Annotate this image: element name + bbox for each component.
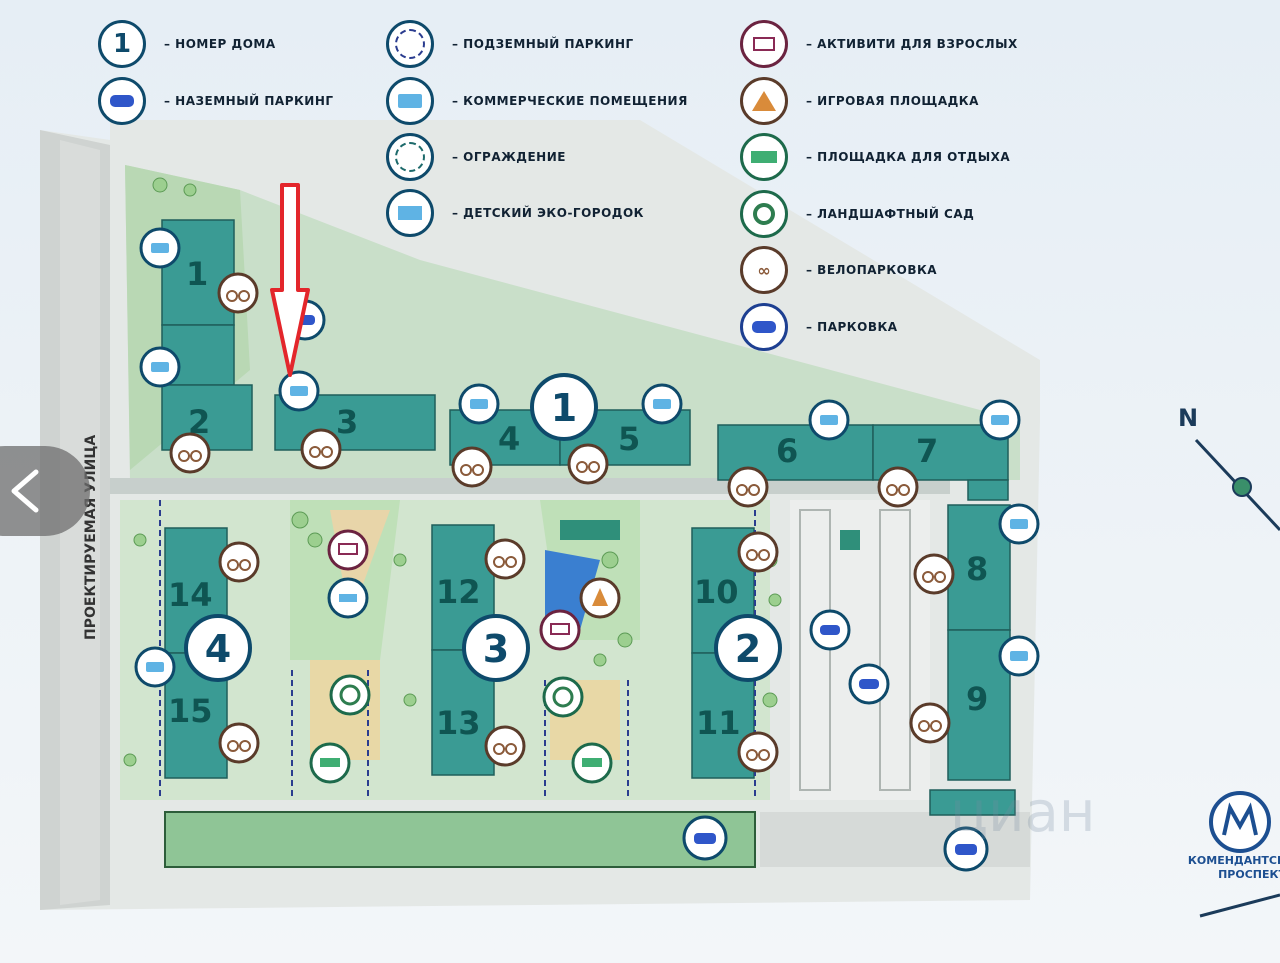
- commercial-premises-icon: [386, 77, 434, 125]
- legend-item-kids-eco-town: – ДЕТСКИЙ ЭКО-ГОРОДОК: [386, 189, 644, 237]
- legend-item-playground: – ИГРОВАЯ ПЛОЩАДКА: [740, 77, 979, 125]
- legend-label: – ВЕЛОПАРКОВКА: [806, 263, 938, 277]
- watermark: циан: [950, 780, 1096, 845]
- adult-activities-marker: [327, 529, 369, 571]
- legend-label: – ПАРКОВКА: [806, 320, 898, 334]
- building-number: 1: [186, 255, 208, 293]
- legend-label: – ПЛОЩАДКА ДЛЯ ОТДЫХА: [806, 150, 1011, 164]
- metro-marker: [1199, 791, 1280, 918]
- building-number: 2: [188, 403, 210, 441]
- house-number: 1: [551, 386, 577, 430]
- metro-label-line2: ПРОСПЕКТ: [1218, 868, 1280, 881]
- building-number: 6: [776, 432, 798, 470]
- legend-label: – ОГРАЖДЕНИЕ: [452, 150, 566, 164]
- legend-item-adult-activities: – АКТИВИТИ ДЛЯ ВЗРОСЛЫХ: [740, 20, 1018, 68]
- street-label: ПРОЕКТИРУЕМАЯ УЛИЦА: [83, 435, 99, 640]
- legend-item-landscape-garden: – ЛАНДШАФТНЫЙ САД: [740, 190, 974, 238]
- rest-area-icon: [740, 133, 788, 181]
- legend-item-house-number: 1 – НОМЕР ДОМА: [98, 20, 276, 68]
- bike-parking-markers: [169, 272, 955, 773]
- building-number: 9: [966, 680, 988, 718]
- house-number: 2: [735, 627, 761, 671]
- parking-icon: [740, 303, 788, 351]
- red-pointer-arrow: [270, 183, 310, 377]
- landscape-garden-icon: [740, 190, 788, 238]
- building-number: 5: [618, 420, 640, 458]
- legend-label: – КОММЕРЧЕСКИЕ ПОМЕЩЕНИЯ: [452, 94, 688, 108]
- metro-station-label: КОМЕНДАНТСК ПРОСПЕКТ: [1166, 854, 1280, 882]
- legend-label: – ЛАНДШАФТНЫЙ САД: [806, 207, 975, 221]
- legend-label: – АКТИВИТИ ДЛЯ ВЗРОСЛЫХ: [806, 37, 1018, 51]
- building-number: 14: [168, 576, 213, 614]
- playground-icon: [740, 77, 788, 125]
- house-number-icon: 1: [98, 20, 146, 68]
- building-number: 7: [916, 432, 938, 470]
- landscape-garden-marker: [542, 676, 584, 718]
- north-label: N: [1178, 404, 1199, 432]
- legend-item-commercial: – КОММЕРЧЕСКИЕ ПОМЕЩЕНИЯ: [386, 77, 688, 125]
- legend-item-ground-parking: – НАЗЕМНЫЙ ПАРКИНГ: [98, 77, 334, 125]
- legend-item-parking: – ПАРКОВКА: [740, 303, 898, 351]
- building-number: 13: [436, 704, 481, 742]
- house-number: 4: [205, 627, 231, 671]
- metro-label-line1: КОМЕНДАНТСК: [1187, 854, 1280, 867]
- building-number: 12: [436, 573, 481, 611]
- legend-label: – НАЗЕМНЫЙ ПАРКИНГ: [164, 94, 334, 108]
- building-number: 8: [966, 550, 988, 588]
- legend-item-bike-parking: ∞ – ВЕЛОПАРКОВКА: [740, 246, 937, 294]
- building-number: 10: [694, 573, 739, 611]
- legend-label: – ИГРОВАЯ ПЛОЩАДКА: [806, 94, 979, 108]
- building-section-7-tail: [967, 479, 1009, 501]
- legend-label: – НОМЕР ДОМА: [164, 37, 276, 51]
- legend-item-fence: – ОГРАЖДЕНИЕ: [386, 133, 566, 181]
- fence-icon: [386, 133, 434, 181]
- landscape-garden-marker: [329, 674, 371, 716]
- legend-label: – ПОДЗЕМНЫЙ ПАРКИНГ: [452, 37, 634, 51]
- house-number: 3: [483, 627, 509, 671]
- building-number: 15: [168, 692, 213, 730]
- building-section-9-tail: [929, 789, 1016, 816]
- bike-parking-icon: ∞: [740, 246, 788, 294]
- legend-label: – ДЕТСКИЙ ЭКО-ГОРОДОК: [452, 206, 644, 220]
- kids-eco-town-icon: [386, 189, 434, 237]
- south-parking-building: [164, 811, 756, 868]
- building-number: 3: [336, 403, 358, 441]
- adult-activities-marker: [539, 609, 581, 651]
- adult-activities-icon: [740, 20, 788, 68]
- legend-item-rest-area: – ПЛОЩАДКА ДЛЯ ОТДЫХА: [740, 133, 1010, 181]
- underground-parking-icon: [386, 20, 434, 68]
- previous-image-button[interactable]: [0, 446, 90, 536]
- building-number: 4: [498, 420, 520, 458]
- legend-item-underground-parking: – ПОДЗЕМНЫЙ ПАРКИНГ: [386, 20, 634, 68]
- chevron-left-icon: [11, 469, 39, 513]
- ground-parking-icon: [98, 77, 146, 125]
- north-compass: [1194, 438, 1280, 532]
- building-number: 11: [696, 704, 741, 742]
